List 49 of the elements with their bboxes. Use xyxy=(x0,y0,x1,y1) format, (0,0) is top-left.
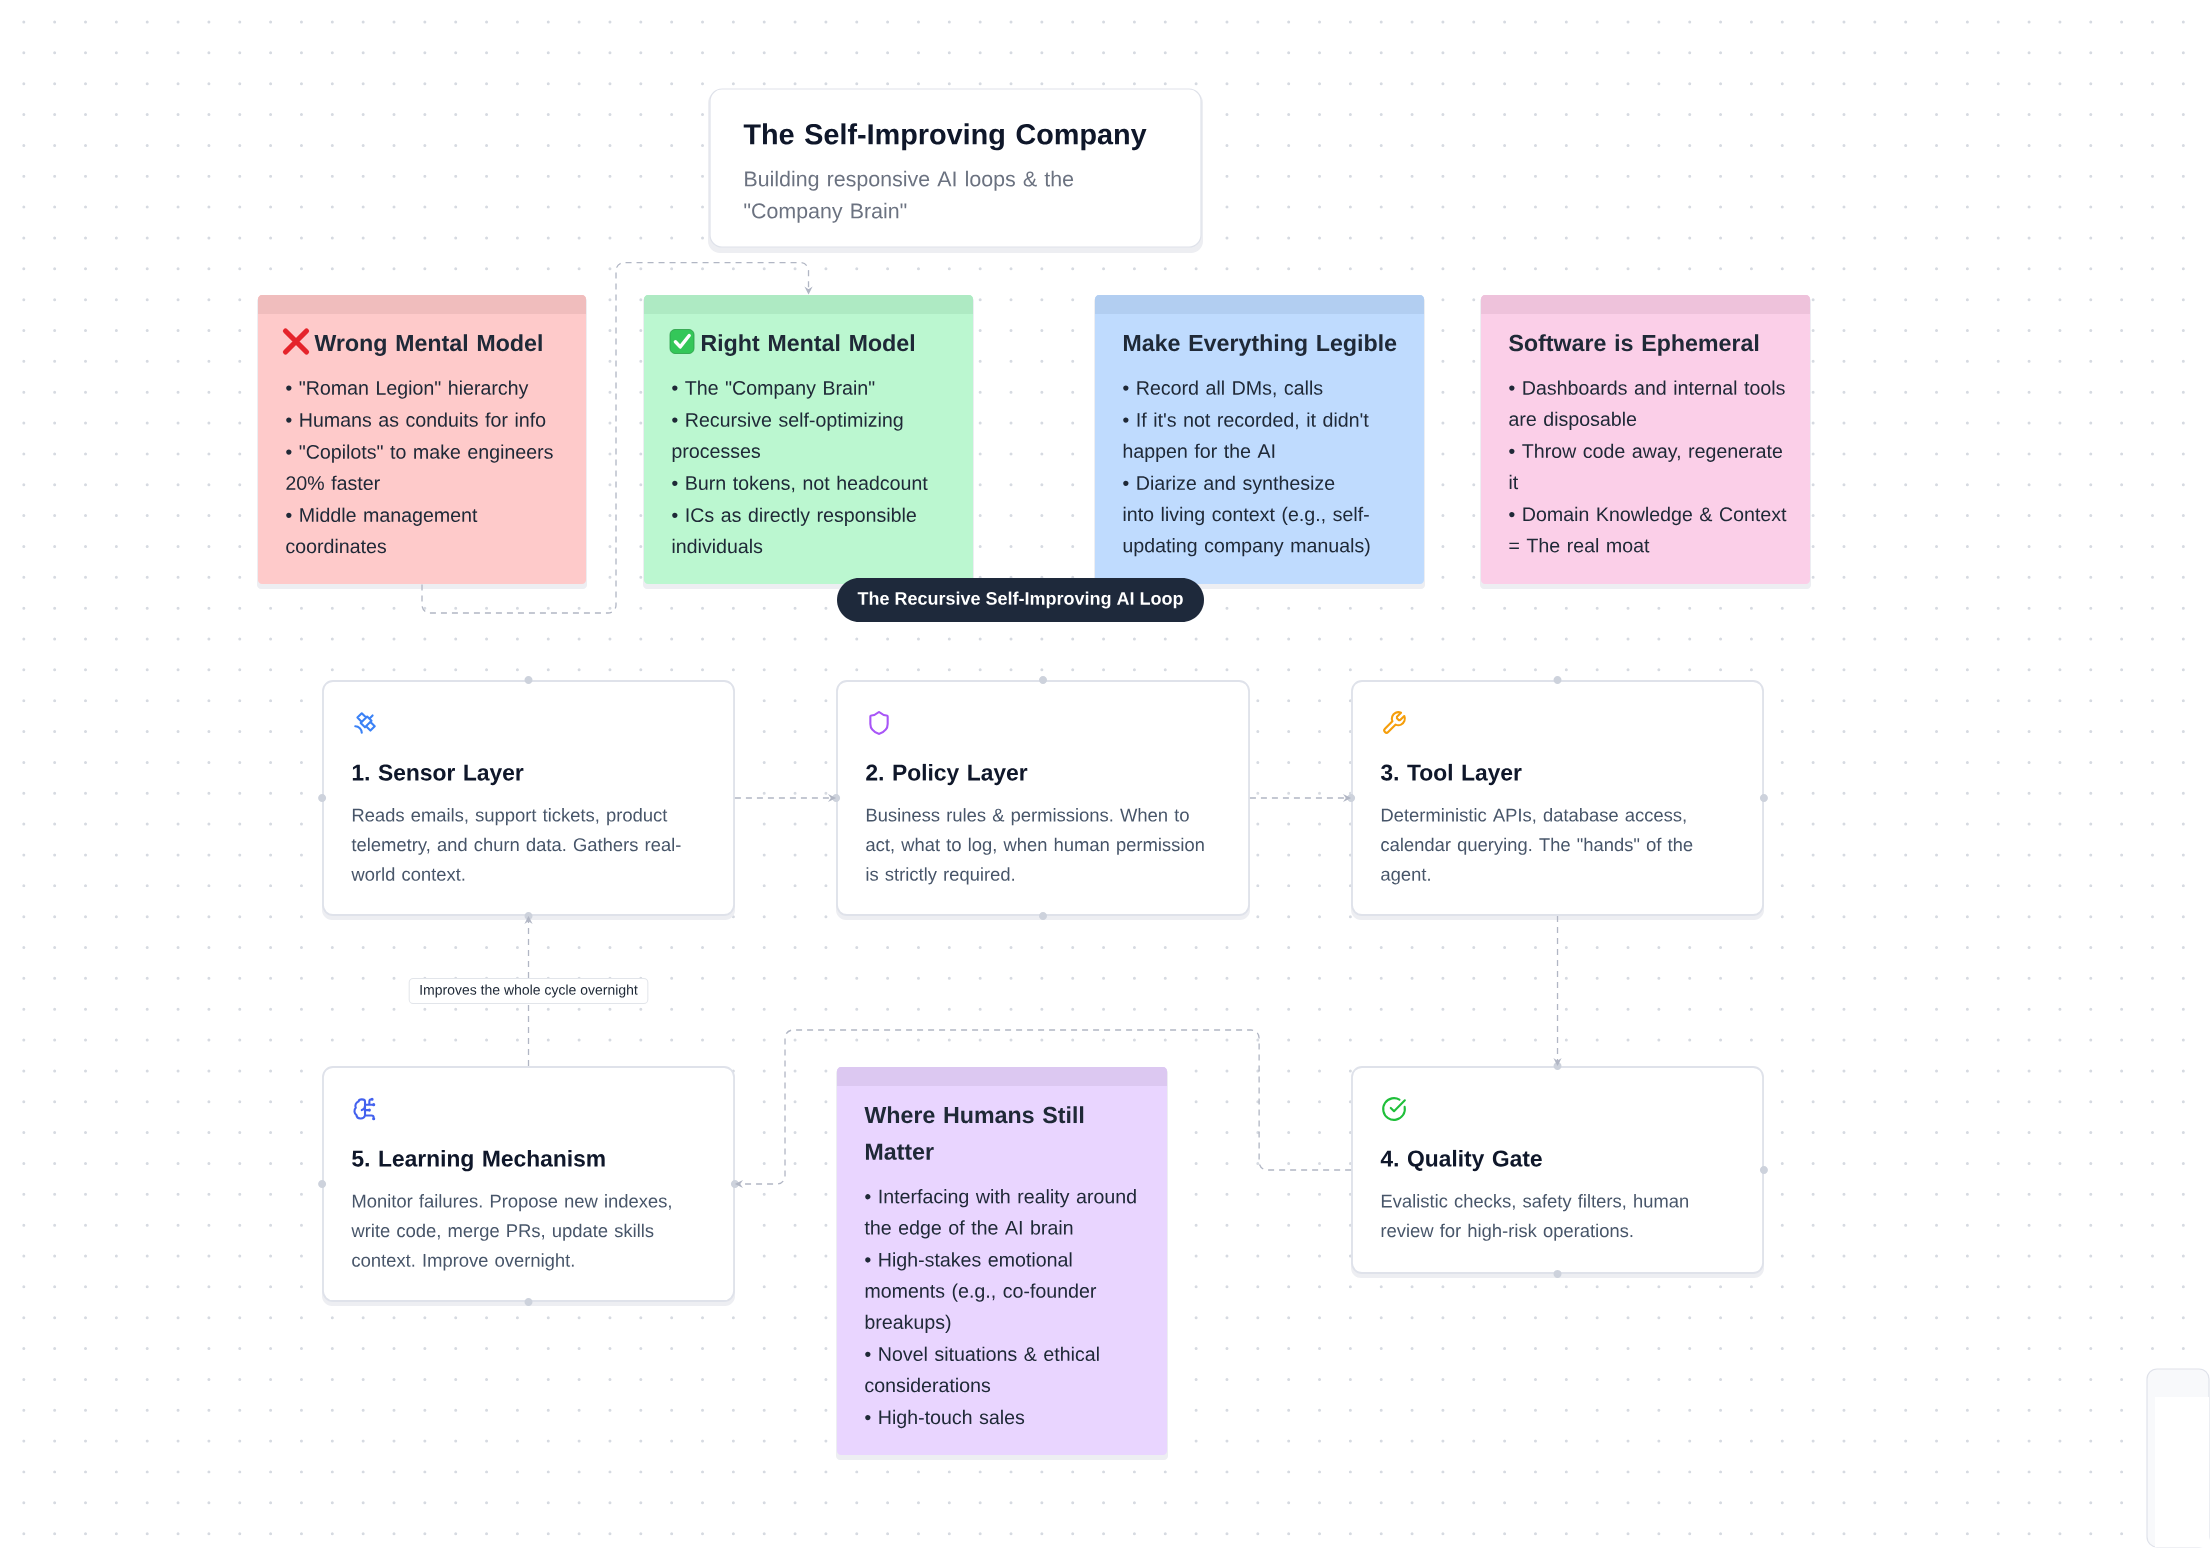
bullet-item: • Middle management coordinates xyxy=(286,507,478,554)
note-card xyxy=(1094,295,1425,589)
bullet-item: • Humans as conduits for info xyxy=(286,412,546,427)
layer-description: Monitor failures. Propose new indexes, write code, merge PRs, update skills context. Improve overnight. xyxy=(351,1194,671,1271)
layer-heading: 2. Policy Layer xyxy=(866,763,1028,786)
card-heading: Right Mental Model xyxy=(702,334,914,356)
layer-heading: 4. Quality Gate xyxy=(1380,1149,1542,1172)
layer-description: Business rules & permissions. When to act, what to log, when human permission is strictly required. xyxy=(866,808,1204,885)
layer-card xyxy=(1351,1066,1764,1278)
layer-card xyxy=(322,680,735,920)
note-card xyxy=(1480,295,1811,589)
layer-heading: 5. Learning Mechanism xyxy=(352,1149,605,1172)
layer-card xyxy=(1351,680,1764,920)
layer-description: Evalistic checks, safety filters, human review for high-risk operations. xyxy=(1381,1194,1688,1241)
bullet-item: • Record all DMs, calls xyxy=(1123,380,1323,398)
bullet-item: • The "Company Brain" xyxy=(672,380,875,399)
layer-card xyxy=(322,1066,735,1306)
layer-card xyxy=(836,680,1250,920)
bullet-item: • Diarize and synthesize into living context (e.g., self-updating company manuals) xyxy=(1123,475,1370,557)
arrow xyxy=(421,261,813,614)
layer-description: Deterministic APIs, database access, calendar querying. The "hands" of the agent. xyxy=(1381,808,1693,885)
card-heading: Wrong Mental Model xyxy=(314,334,542,356)
bullet-item: • Recursive self-optimizing processes xyxy=(672,412,903,462)
bullet-item: • Throw code away, regenerate it xyxy=(1509,443,1782,490)
note-card xyxy=(257,295,587,589)
layer-description: Reads emails, support tickets, product telemetry, and churn data. Gathers real-world context. xyxy=(351,808,681,881)
bullet-item: • Dashboards and internal tools are disposable xyxy=(1509,380,1785,430)
layer-heading: 1. Sensor Layer xyxy=(352,764,524,786)
note-card xyxy=(643,295,974,589)
bullet-item: • If it's not recorded, it didn't happen for the AI xyxy=(1123,412,1369,462)
title-card xyxy=(708,88,1203,253)
layer-heading: 3. Tool Layer xyxy=(1380,763,1522,786)
note-card xyxy=(836,1067,1168,1460)
bullet-item: • Burn tokens, not headcount xyxy=(672,475,928,493)
subtitle: Building responsive AI loops & the "Company Brain" xyxy=(744,170,1074,223)
bullet-item: • Domain Knowledge & Context = The real moat xyxy=(1509,506,1787,553)
section-pill: The Recursive Self-Improving AI Loop xyxy=(837,578,1204,622)
card-heading: Software is Ephemeral xyxy=(1509,334,1759,356)
title: The Self-Improving Company xyxy=(743,123,1147,151)
bullet-item: • Novel situations & ethical considerations xyxy=(865,1346,1099,1393)
card-heading: Make Everything Legible xyxy=(1124,334,1397,356)
bullet-item: • ICs as directly responsible individuals xyxy=(672,507,916,554)
bullet-item: • High-stakes emotional moments (e.g., co-founder breakups) xyxy=(865,1252,1097,1333)
bullet-item: • High-touch sales xyxy=(865,1409,1025,1429)
bullet-item: • "Copilots" to make engineers 20% faster xyxy=(286,444,553,491)
bullet-item: • Interfacing with reality around the edge of the AI brain xyxy=(864,1189,1136,1239)
card-heading: Where Humans Still Matter xyxy=(864,1106,1084,1160)
edge-label: Improves the whole cycle overnight xyxy=(408,978,649,1005)
bullet-item: • "Roman Legion" hierarchy xyxy=(286,380,529,399)
